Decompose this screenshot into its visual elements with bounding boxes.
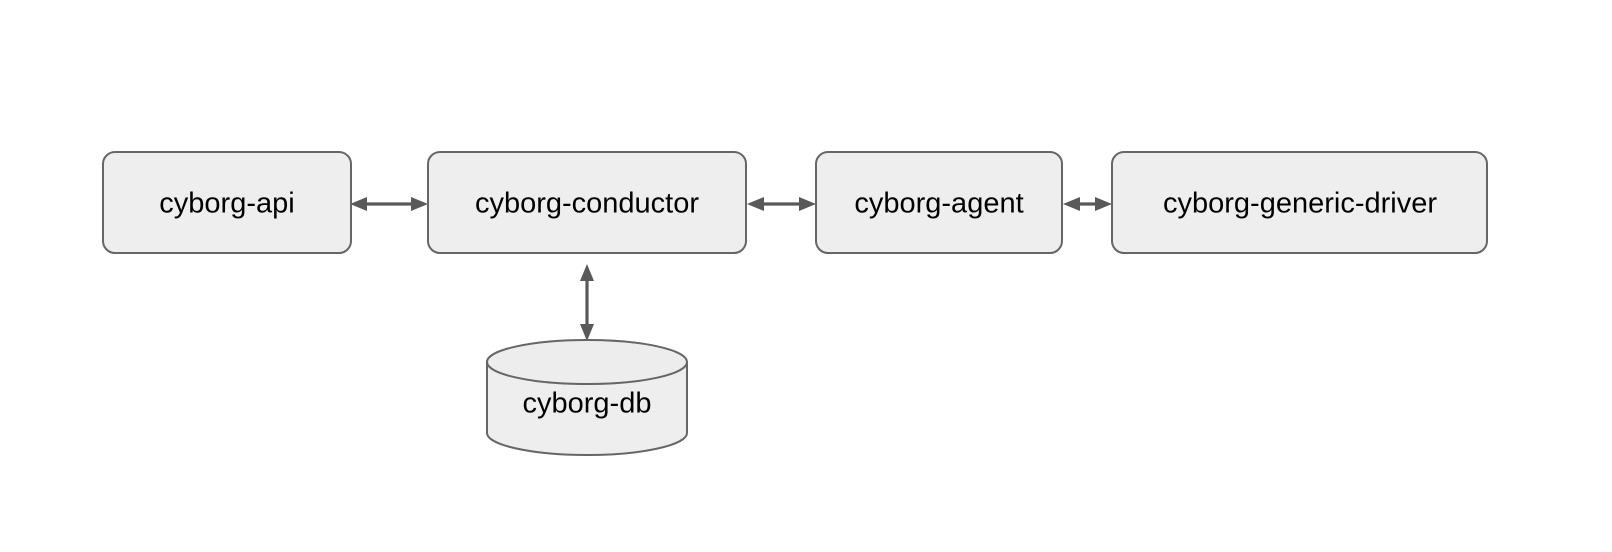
node-cyborg-api[interactable]: cyborg-api	[102, 151, 352, 254]
node-cyborg-agent[interactable]: cyborg-agent	[815, 151, 1063, 254]
edge-agent-driver	[1063, 197, 1112, 211]
node-cyborg-conductor[interactable]: cyborg-conductor	[427, 151, 747, 254]
edge-conductor-agent	[747, 197, 816, 211]
edge-api-conductor	[350, 197, 428, 211]
node-cyborg-db[interactable]: cyborg-db	[486, 339, 688, 457]
edge-conductor-db	[580, 264, 594, 341]
node-cyborg-conductor-shape[interactable]	[427, 151, 747, 254]
node-cyborg-generic-driver-label: cyborg-generic-driver	[1163, 188, 1437, 220]
node-cyborg-agent-shape[interactable]	[815, 151, 1063, 254]
node-cyborg-db-top	[486, 339, 688, 385]
node-cyborg-db-label: cyborg-db	[523, 388, 652, 420]
node-cyborg-db-body[interactable]	[486, 361, 688, 457]
node-cyborg-api-label: cyborg-api	[159, 188, 294, 220]
node-cyborg-conductor-label: cyborg-conductor	[475, 188, 699, 220]
node-cyborg-generic-driver[interactable]: cyborg-generic-driver	[1111, 151, 1488, 254]
node-cyborg-agent-label: cyborg-agent	[854, 188, 1023, 220]
node-cyborg-generic-driver-shape[interactable]	[1111, 151, 1488, 254]
node-cyborg-api-shape[interactable]	[102, 151, 352, 254]
